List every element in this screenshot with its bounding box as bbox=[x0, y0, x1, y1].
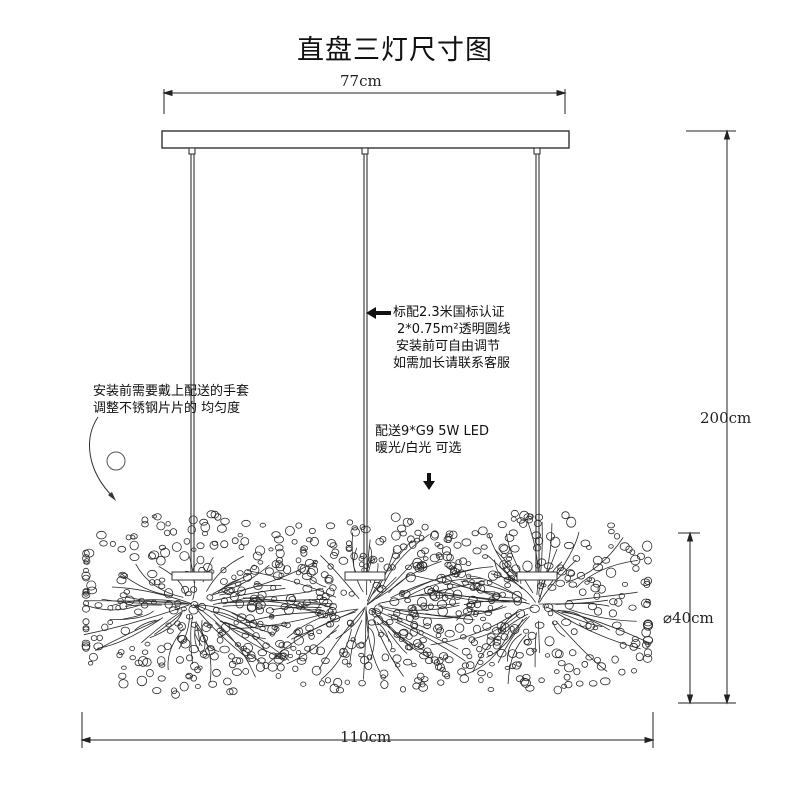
glove-note-line-2: 调整不锈钢片片的 均匀度 bbox=[93, 401, 241, 416]
wire-note-line-3: 安装前可自由调节 bbox=[396, 339, 501, 354]
wire-note: 标配2.3米国标认证 2*0.75m²透明圆线 安装前可自由调节 如需加长请联系… bbox=[393, 304, 511, 372]
page-title: 直盘三灯尺寸图 bbox=[297, 35, 493, 66]
down-arrow-icon bbox=[423, 473, 435, 490]
curved-arrow-icon bbox=[89, 416, 126, 501]
total-height-dimension bbox=[686, 129, 736, 705]
cluster-height-dimension bbox=[678, 531, 700, 705]
left-arrow-icon bbox=[366, 307, 391, 319]
top-width-dimension bbox=[162, 89, 567, 114]
bottom-width-dimension bbox=[80, 712, 655, 748]
suspension-wires bbox=[190, 154, 540, 572]
bulb-note: 配送9*G9 5W LED 暖光/白光 可选 bbox=[375, 423, 489, 457]
flower-clusters bbox=[81, 509, 654, 699]
wire-note-line-1: 标配2.3米国标认证 bbox=[393, 305, 505, 320]
total-height-label: 200cm bbox=[700, 409, 752, 427]
cluster-3 bbox=[393, 509, 654, 695]
bulb-note-line-2: 暖光/白光 可选 bbox=[375, 441, 462, 456]
wire-note-line-2: 2*0.75m²透明圆线 bbox=[397, 322, 511, 337]
wire-note-line-4: 如需加长请联系客服 bbox=[393, 356, 511, 371]
bulb-note-line-1: 配送9*G9 5W LED bbox=[375, 424, 489, 439]
cluster-height-label: ⌀40cm bbox=[663, 609, 714, 627]
wire-anchors bbox=[188, 147, 541, 155]
ceiling-plate bbox=[161, 130, 570, 149]
bottom-width-label: 110cm bbox=[340, 728, 392, 746]
glove-note: 安装前需要戴上配送的手套 调整不锈钢片片的 均匀度 bbox=[93, 383, 249, 417]
cluster-hubs bbox=[171, 571, 558, 581]
top-width-label: 77cm bbox=[340, 72, 382, 90]
glove-note-line-1: 安装前需要戴上配送的手套 bbox=[93, 384, 250, 399]
